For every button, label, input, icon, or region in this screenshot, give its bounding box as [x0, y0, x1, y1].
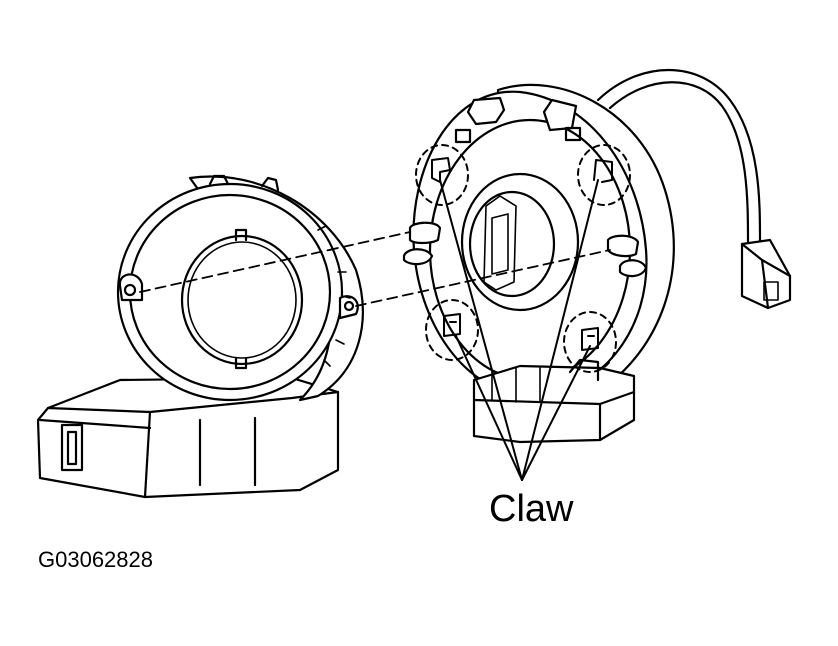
- spiral-cable-assembly: [402, 69, 792, 444]
- claw-markers: [415, 144, 631, 373]
- claw-label: Claw: [489, 488, 574, 530]
- spiral-cable-bore: [460, 172, 580, 312]
- figure-id: G03062828: [38, 547, 153, 572]
- sensor-ring-bore: [180, 234, 304, 366]
- claw-marker-upper-left: [415, 144, 469, 206]
- sensor-assembly: [36, 174, 364, 499]
- claw-marker-upper-right: [577, 144, 631, 206]
- claw-leader-lines: [439, 179, 599, 481]
- alignment-lines: [139, 231, 611, 307]
- cable-wire: [596, 69, 762, 244]
- spiral-cable-connector-housing: [472, 364, 636, 444]
- claw-marker-lower-right: [563, 311, 617, 373]
- claw-marker-lower-left: [425, 299, 479, 361]
